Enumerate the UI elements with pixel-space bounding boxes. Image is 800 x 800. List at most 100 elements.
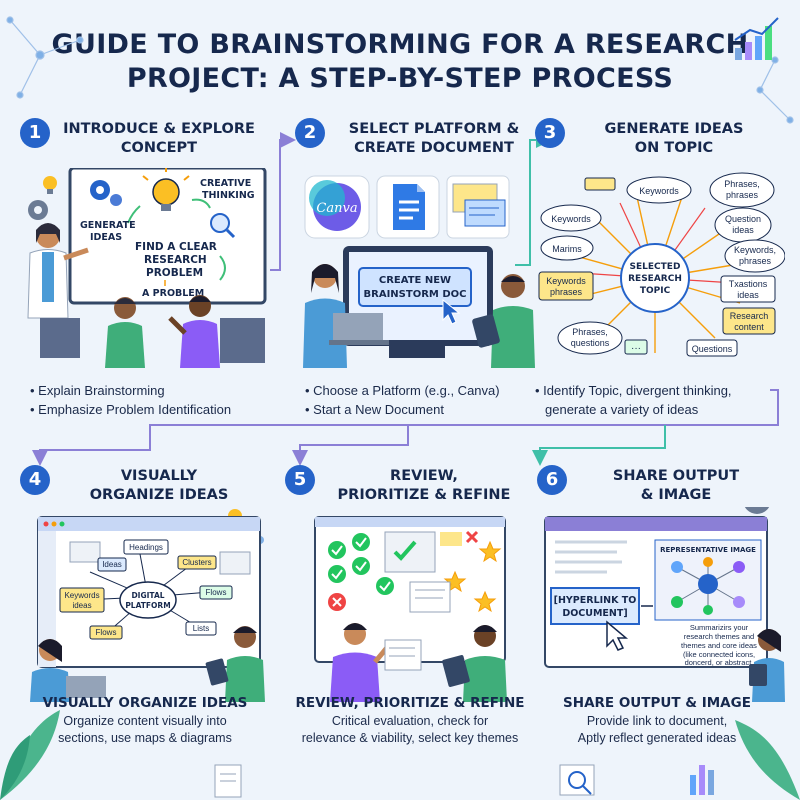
app-window-icon (446, 175, 510, 239)
bubble-tx-line2: ideas (737, 290, 759, 300)
page-title-line1: GUIDE TO BRAINSTORMING FOR A RESEARCH (51, 29, 749, 60)
step-3-header: 3 GENERATE IDEAS ON TOPIC (535, 118, 785, 172)
bubble-txastions (720, 275, 776, 303)
step-1-illustration: GENERATE IDEAS CREATIVE THINKING FIND A … (27, 168, 267, 368)
bubble-pq-line1: Phrases, (572, 327, 608, 337)
bubble-chat-dots (624, 339, 648, 355)
person-with-laptop (303, 264, 389, 368)
step-6-title: SHARE OUTPUT & IMAGE (612, 468, 740, 503)
bubble-kwp-line1: Keywords (546, 276, 586, 286)
step-1-title: INTRODUCE & EXPLORE CONCEPT (63, 121, 255, 156)
bubble-research-content (722, 307, 776, 335)
step-6-subtitle: SHARE OUTPUT & IMAGE (563, 695, 751, 711)
step-2-bullet-2: Start a New Document (305, 400, 545, 419)
lightbulb-icon-small (43, 176, 57, 194)
gear-icon-blue (90, 180, 122, 206)
bubble-phrases-line2: phrases (726, 190, 759, 200)
representative-image-label: REPRESENTATIVE IMAGE (660, 546, 756, 554)
node-flows-right (199, 585, 233, 600)
arrow-4-to-5 (292, 425, 409, 466)
summary-line2: research themes and (684, 632, 754, 641)
label-brainstorm-doc: BRAINSTORM DOC (364, 289, 467, 300)
label-problem: PROBLEM (146, 267, 203, 279)
node-headings-label: Headings (129, 543, 163, 552)
step-5-description: Critical evaluation, check for relevance… (301, 714, 519, 745)
node-flows-left (89, 625, 123, 640)
canva-app-icon: Canva (304, 175, 370, 239)
person-with-tablet-4 (205, 626, 265, 702)
lightbulb-icon (142, 168, 190, 211)
node-digital-platform (119, 581, 177, 619)
arrow-1-to-2 (270, 132, 296, 271)
label-creative: CREATIVE (200, 178, 251, 189)
node-lists (185, 621, 217, 636)
bubble-phrases-top (709, 172, 775, 208)
arrow-3-to-4 (32, 389, 779, 466)
node-headings (123, 539, 169, 555)
bubble-marims (540, 235, 594, 261)
bubble-keywords-left-label: Keywords (551, 214, 591, 224)
google-docs-icon (376, 175, 440, 239)
bubble-question-line2: ideas (732, 225, 754, 235)
step-2-title: SELECT PLATFORM & CREATE DOCUMENT (348, 121, 520, 156)
step-5-illustration (314, 516, 507, 702)
node-clusters-label: Clusters (182, 558, 211, 567)
page-title-line2: PROJECT: A STEP-BY-STEP PROCESS (126, 63, 674, 94)
label-thinking: THINKING (202, 190, 255, 201)
step-4-illustration: Headings Ideas Clusters DIGITAL PLATFORM… (30, 509, 265, 702)
step-3-bullet-1-cont: generate a variety of ideas (545, 402, 699, 417)
bubble-phrases-line1: Phrases, (724, 179, 760, 189)
bubble-keywords-phrases-left (538, 271, 594, 301)
label-generate: GENERATE (80, 220, 136, 231)
step-3-bullet-1: Identify Topic, divergent thinking, (535, 381, 775, 400)
node-flows-left-label: Flows (96, 628, 117, 637)
step-3-title: GENERATE IDEAS ON TOPIC (604, 121, 744, 156)
gear-icon (28, 200, 48, 220)
star-icons (443, 540, 502, 613)
step-5-title: REVIEW, PRIORITIZE & REFINE (337, 468, 511, 503)
step-4: 4 VISUALLY ORGANIZE IDEAS Headings Ideas… (20, 465, 270, 795)
step-5-subtitle: REVIEW, PRIORITIZE & REFINE (295, 695, 525, 711)
node-digital-line1: DIGITAL (131, 591, 164, 600)
step-3-bullets: Identify Topic, divergent thinking, gene… (535, 381, 775, 419)
step-4-title: VISUALLY ORGANIZE IDEAS (89, 468, 229, 503)
summary-line4: (like connected icons, (683, 650, 755, 659)
document-icon (214, 764, 242, 798)
step-3-number-badge: 3 (535, 118, 565, 148)
leaf-decoration-right (735, 720, 800, 800)
node-ideas (97, 557, 127, 572)
magnifier-chart-icon (559, 764, 595, 796)
bubble-questions-label: Questions (692, 344, 733, 354)
step-6-number-badge: 6 (537, 465, 567, 495)
step-2-number-badge: 2 (295, 118, 325, 148)
step-5-number-badge: 5 (285, 465, 315, 495)
step-6: 6 SHARE OUTPUT & IMAGE [HYPERLINK TO DOC… (537, 465, 787, 795)
step-3: 3 GENERATE IDEAS ON TOPIC SELECTED RESEA… (535, 118, 785, 428)
bubble-keywords-top-label: Keywords (639, 186, 679, 196)
step-1-bullet-1: Explain Brainstorming (30, 381, 270, 400)
step-5: 5 REVIEW, PRIORITIZE & REFINE (285, 465, 535, 795)
presenter-figure (27, 223, 89, 319)
bubble-marims-label: Marims (552, 244, 582, 254)
checkmark-icons (328, 533, 394, 595)
person-with-tablet (472, 274, 535, 368)
person-pointing-5 (330, 623, 392, 702)
step-6-description: Provide link to document, Aptly reflect … (577, 714, 737, 745)
node-kw-line2: ideas (72, 601, 91, 610)
hyperlink-box (550, 587, 640, 625)
node-digital-line2: PLATFORM (125, 601, 170, 610)
magnifier-icon (210, 213, 236, 239)
label-find-clear: FIND A CLEAR (135, 241, 217, 253)
canva-logo-text: Canva (316, 201, 357, 216)
bar-chart-icon-bottom (690, 765, 714, 795)
summary-line3: themes and core ideas (681, 641, 757, 650)
step-2: 2 SELECT PLATFORM & CREATE DOCUMENT Canv… (295, 118, 545, 428)
svg-text:···: ··· (631, 343, 641, 354)
label-research-center: RESEARCH (628, 274, 682, 284)
bubble-keywords-phrases-right (724, 239, 785, 273)
bubble-kwp-line2: phrases (550, 287, 583, 297)
bubble-tx-line1: Txastions (729, 279, 768, 289)
step-2-bullets: Choose a Platform (e.g., Canva) Start a … (305, 381, 545, 419)
